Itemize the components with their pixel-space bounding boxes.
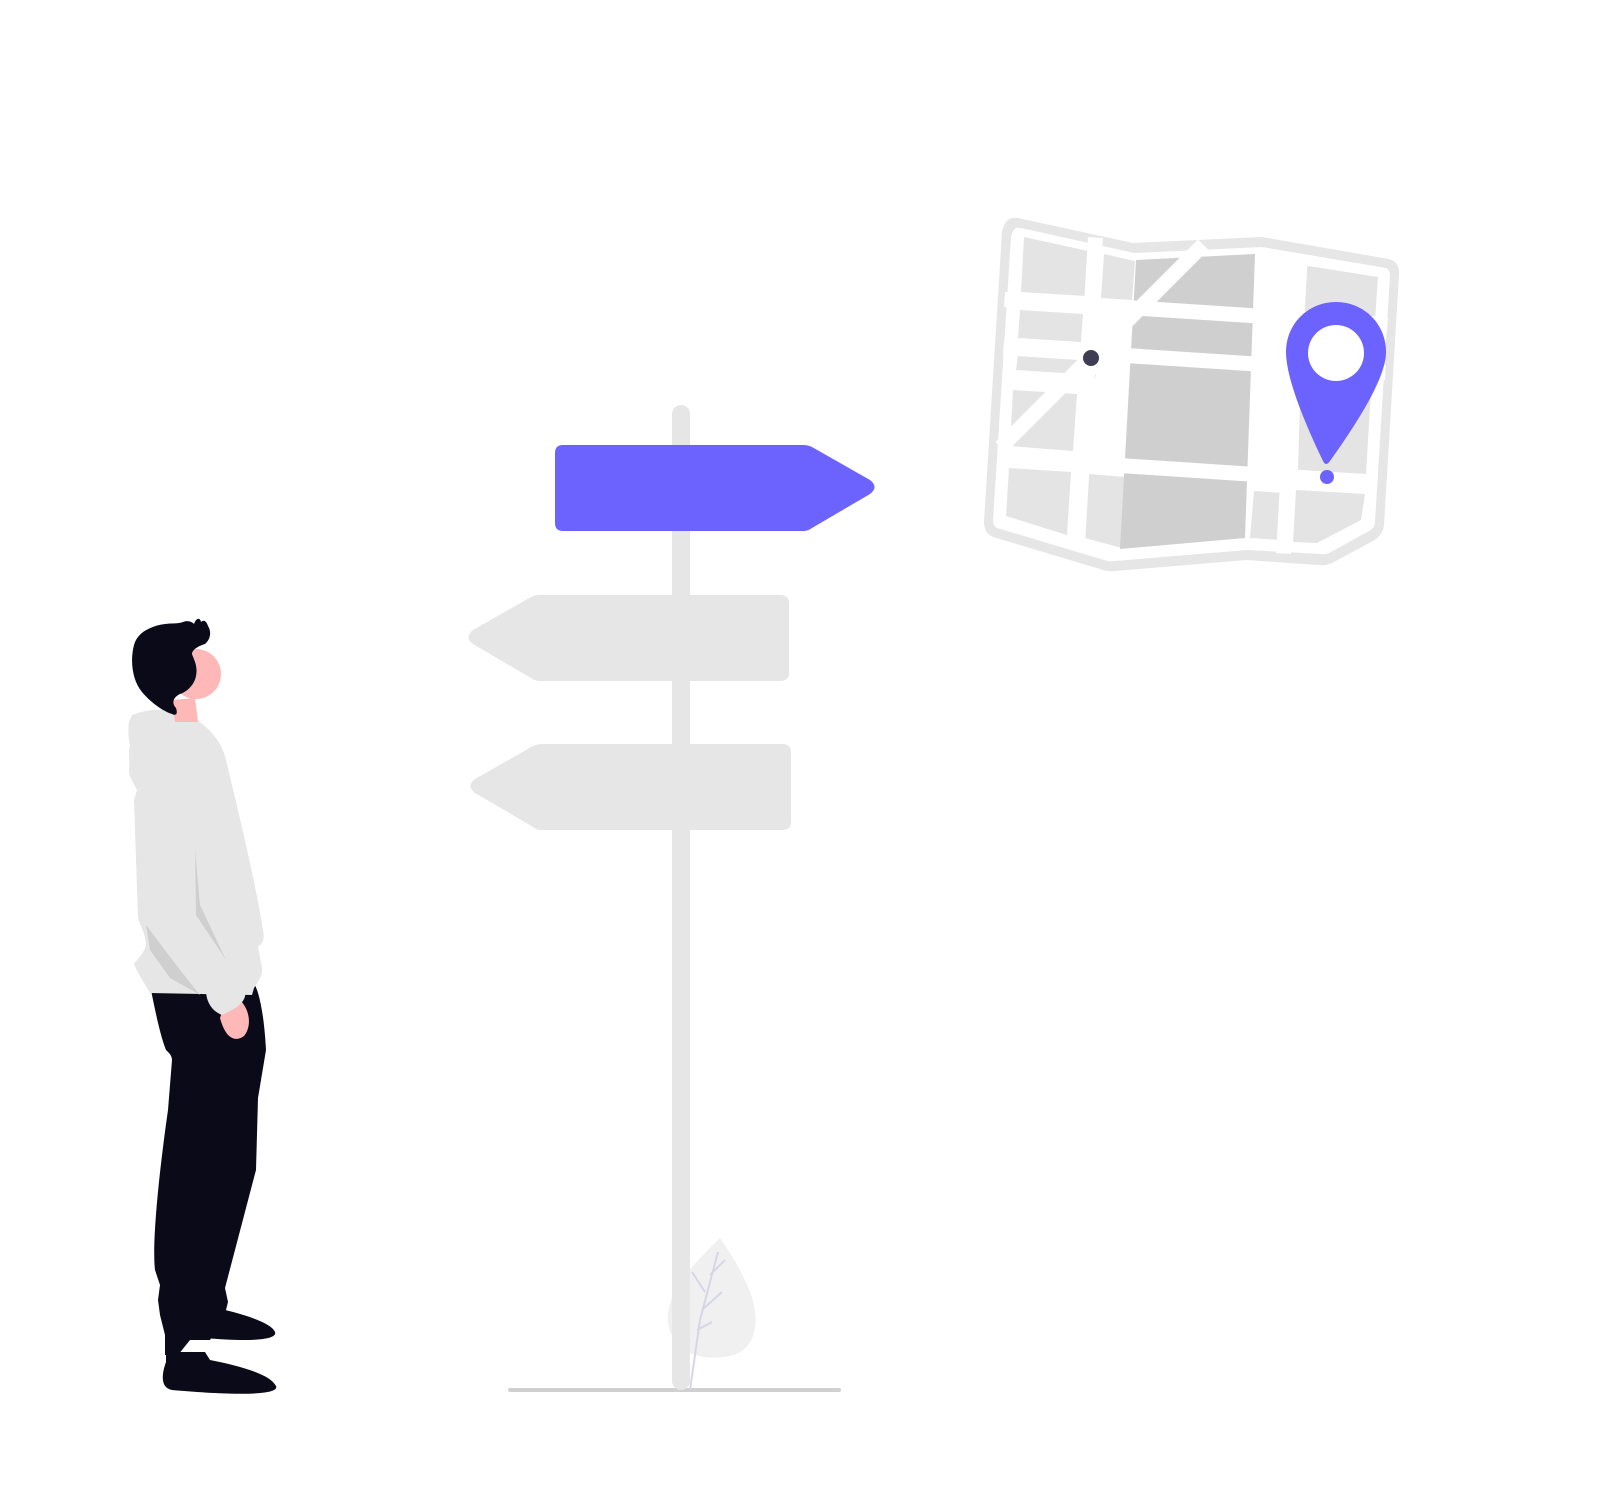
person-standing-icon xyxy=(128,618,277,1394)
signpost-pole xyxy=(672,405,690,1390)
folded-map-icon xyxy=(984,217,1400,572)
person-shoe-front xyxy=(162,1352,277,1394)
person-shoe-back xyxy=(205,1310,276,1340)
person-pants xyxy=(150,985,266,1355)
map-marker-dot xyxy=(1083,350,1099,366)
location-pin-icon xyxy=(1286,302,1386,484)
person-hoodie xyxy=(128,709,264,995)
person-hair xyxy=(132,618,211,715)
sign-right-highlighted xyxy=(555,445,875,531)
signpost-icon xyxy=(468,405,875,1390)
sign-left-1 xyxy=(468,595,789,681)
sign-left-2 xyxy=(470,744,791,830)
ground-line xyxy=(508,1388,841,1392)
